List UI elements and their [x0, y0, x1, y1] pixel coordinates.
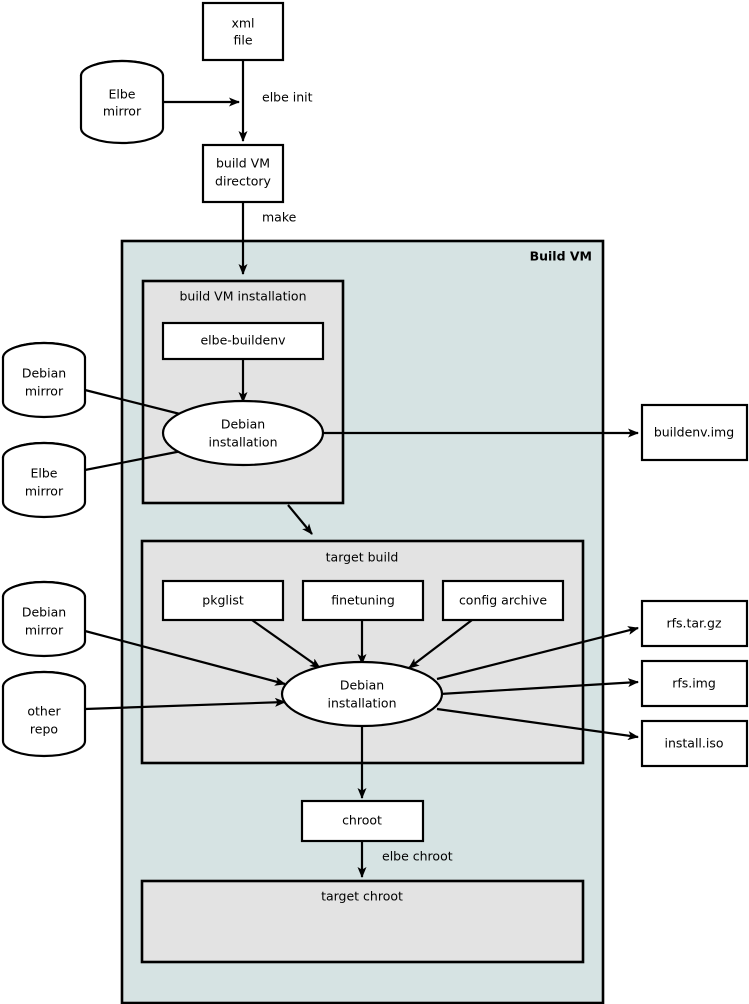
- edge-label-elbe-chroot: elbe chroot: [382, 849, 453, 864]
- debian-installation-vm-label-line2: installation: [208, 435, 277, 450]
- node-debian-installation-target[interactable]: Debian installation: [280, 660, 444, 728]
- elbe-buildenv-label: elbe-buildenv: [200, 333, 286, 348]
- node-xml-file[interactable]: xml file: [201, 1, 285, 62]
- build-vm-directory-label-line1: build VM: [216, 156, 270, 171]
- edge-elbe-mirror-to-debian-installation-vm: [84, 446, 193, 472]
- rfs-img-label: rfs.img: [672, 676, 716, 691]
- container-target-chroot: target chroot: [140, 879, 585, 964]
- finetuning-label: finetuning: [331, 593, 395, 608]
- node-chroot[interactable]: chroot: [300, 799, 425, 843]
- edge-debian-installation-target-to-rfs-img: [439, 678, 639, 696]
- edge-other-repo-to-debian-installation-target: [84, 697, 286, 711]
- node-debian-installation-vm[interactable]: Debian installation: [161, 399, 325, 467]
- other-repo-label-line1: other: [27, 704, 61, 719]
- elbe-mirror-vm-label-line1: Elbe: [31, 466, 58, 481]
- node-elbe-mirror-vm[interactable]: Elbe mirror: [1, 441, 87, 519]
- node-buildenv-img[interactable]: buildenv.img: [640, 403, 749, 462]
- edge-build-vm-installation-to-target-build: [287, 504, 313, 535]
- elbe-mirror-vm-label-line2: mirror: [25, 484, 64, 499]
- node-install-iso[interactable]: install.iso: [640, 719, 749, 768]
- node-other-repo[interactable]: other repo: [1, 670, 87, 758]
- debian-installation-target-label-line2: installation: [327, 696, 396, 711]
- xml-file-label-line1: xml: [231, 16, 254, 31]
- edge-pkglist-to-debian-installation-target: [251, 619, 321, 669]
- rfs-targz-label: rfs.tar.gz: [666, 616, 721, 631]
- debian-mirror-vm-label-line1: Debian: [22, 366, 66, 381]
- edge-debian-installation-target-to-rfs-targz: [436, 626, 639, 681]
- node-pkglist[interactable]: pkglist: [161, 579, 285, 622]
- target-chroot-title: target chroot: [321, 889, 403, 904]
- chroot-label: chroot: [342, 813, 382, 828]
- other-repo-label-line2: repo: [30, 722, 58, 737]
- edge-debian-mirror-to-debian-installation-target: [84, 629, 286, 686]
- edge-debian-installation-target-to-install-iso: [436, 707, 639, 741]
- pkglist-label: pkglist: [202, 593, 244, 608]
- xml-file-label-line2: file: [233, 33, 252, 48]
- node-debian-mirror-vm[interactable]: Debian mirror: [1, 341, 87, 419]
- target-build-title: target build: [326, 550, 399, 565]
- node-finetuning[interactable]: finetuning: [301, 579, 425, 622]
- debian-installation-vm-label-line1: Debian: [221, 417, 265, 432]
- edge-label-elbe-init: elbe init: [262, 90, 313, 105]
- debian-installation-target-label-line1: Debian: [340, 678, 384, 693]
- elbe-mirror-top-label-line1: Elbe: [109, 87, 136, 102]
- node-config-archive[interactable]: config archive: [441, 579, 565, 622]
- edge-debian-mirror-to-debian-installation-vm: [84, 388, 193, 419]
- node-rfs-img[interactable]: rfs.img: [640, 659, 749, 708]
- build-vm-title: Build VM: [530, 249, 592, 264]
- node-rfs-targz[interactable]: rfs.tar.gz: [640, 599, 749, 648]
- debian-mirror-target-label-line1: Debian: [22, 605, 66, 620]
- install-iso-label: install.iso: [664, 736, 723, 751]
- debian-mirror-vm-label-line2: mirror: [25, 384, 64, 399]
- node-elbe-mirror-top[interactable]: Elbe mirror: [79, 59, 165, 145]
- edge-label-make: make: [262, 210, 297, 225]
- build-vm-directory-label-line2: directory: [215, 174, 272, 189]
- node-debian-mirror-target[interactable]: Debian mirror: [1, 580, 87, 658]
- elbe-mirror-top-label-line2: mirror: [103, 104, 142, 119]
- edge-config-archive-to-debian-installation-target: [408, 619, 473, 669]
- debian-mirror-target-label-line2: mirror: [25, 623, 64, 638]
- node-elbe-buildenv[interactable]: elbe-buildenv: [161, 321, 325, 361]
- node-build-vm-directory[interactable]: build VM directory: [201, 143, 285, 204]
- buildenv-img-label: buildenv.img: [654, 425, 734, 440]
- build-vm-installation-title: build VM installation: [179, 289, 306, 304]
- config-archive-label: config archive: [459, 593, 547, 608]
